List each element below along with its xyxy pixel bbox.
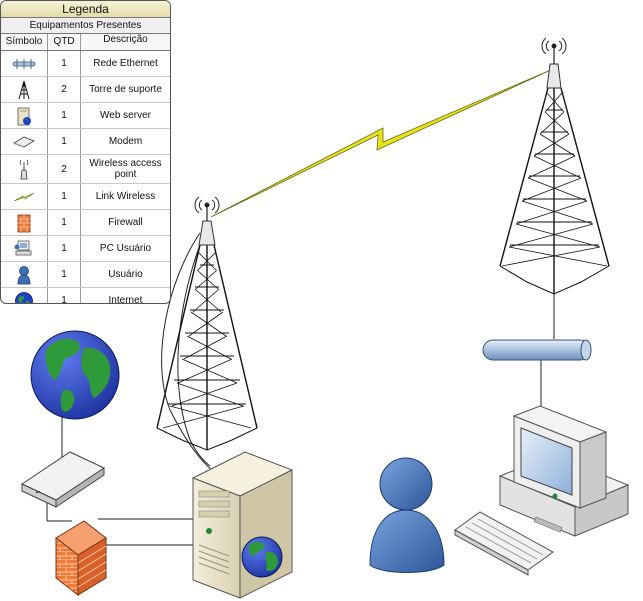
legend-row-user: 1 Usuário [1, 262, 170, 288]
wireless-access-point-icon [19, 159, 29, 180]
legend-row-user-pc: 1 PC Usuário [1, 236, 170, 262]
legend-row-modem: 1 Modem [1, 129, 170, 155]
user-pc-icon [14, 240, 32, 255]
legend-row-wireless-ap: 2 Wireless access point [1, 155, 170, 184]
legend-qty: 2 [48, 77, 81, 102]
ap-server-cable-2 [177, 233, 211, 467]
legend-description: Link Wireless [95, 191, 156, 202]
firewall-icon [17, 214, 31, 232]
legend-qty: 1 [48, 210, 81, 235]
internet-globe [30, 330, 120, 420]
ethernet-bus [482, 339, 592, 361]
legend-qty: 1 [48, 129, 81, 154]
legend-qty: 1 [48, 236, 81, 261]
legend: Legenda Equipamentos Presentes Símbolo Q… [0, 0, 171, 304]
keyboard [454, 511, 554, 576]
user [369, 457, 445, 573]
legend-row-web-server: 1 Web server [1, 103, 170, 129]
legend-qty: 1 [48, 51, 81, 76]
user-icon [17, 265, 31, 284]
legend-title: Legenda [1, 1, 170, 18]
support-tower-left [156, 244, 258, 451]
legend-description: Torre de suporte [89, 84, 162, 95]
legend-row-ethernet: 1 Rede Ethernet [1, 51, 170, 77]
internet-globe-icon [15, 291, 33, 303]
header-description: Descrição [103, 34, 148, 45]
support-tower-right [499, 87, 610, 295]
firewall [55, 520, 107, 597]
server-globe [241, 536, 283, 578]
legend-qty: 2 [48, 155, 81, 183]
web-server-icon [17, 107, 31, 125]
legend-qty: 1 [48, 184, 81, 209]
header-symbol: Símbolo [1, 34, 48, 50]
ethernet-bus-icon [12, 58, 36, 69]
legend-description: Wireless access point [89, 158, 162, 180]
legend-qty: 1 [48, 103, 81, 128]
legend-description: Usuário [108, 269, 143, 280]
wireless-access-point-right [541, 37, 567, 89]
legend-subtitle: Equipamentos Presentes [1, 18, 170, 34]
web-server [191, 451, 294, 599]
legend-row-firewall: 1 Firewall [1, 210, 170, 236]
legend-row-internet: 1 Internet [1, 288, 170, 304]
legend-row-tower: 2 Torre de suporte [1, 77, 170, 103]
user-pc [498, 405, 630, 537]
legend-description: Rede Ethernet [93, 58, 158, 69]
legend-description: Internet [108, 295, 143, 304]
legend-description: Firewall [108, 217, 143, 228]
legend-qty: 1 [48, 262, 81, 287]
legend-description: Web server [100, 110, 151, 121]
legend-description: Modem [108, 136, 143, 147]
modem [20, 451, 106, 508]
wireless-link-bolt [210, 68, 554, 218]
wireless-access-point-left [194, 196, 220, 246]
legend-header-row: Símbolo QTD Descrição [1, 34, 170, 51]
support-tower-icon [18, 80, 30, 99]
header-qty: QTD [48, 34, 81, 50]
legend-description: PC Usuário [99, 243, 152, 254]
modem-icon [13, 136, 35, 148]
legend-qty: 1 [48, 288, 81, 303]
wireless-link-icon [13, 192, 35, 201]
legend-row-wireless-link: 1 Link Wireless [1, 184, 170, 210]
